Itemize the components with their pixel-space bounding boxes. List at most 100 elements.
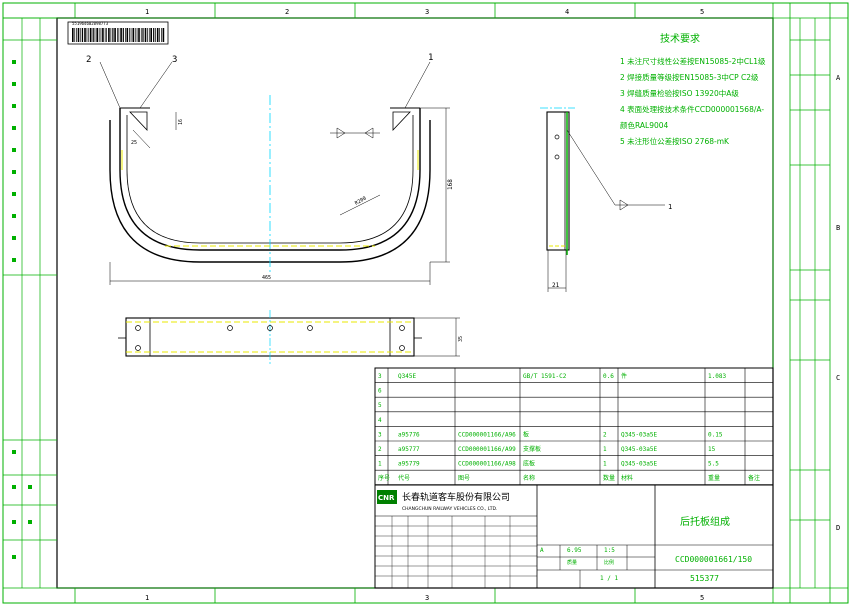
zone-label-side-a: A [836, 74, 841, 82]
side-dim-width: 21 [552, 282, 560, 289]
barcode-bar [84, 28, 86, 42]
drawing-number: CCD000001661/150 [675, 555, 752, 564]
barcode-bar [114, 28, 116, 42]
bom-cell: a95776 [398, 431, 420, 438]
bom-top-cell: 3 [378, 373, 382, 380]
bom-cell: 5.5 [708, 461, 719, 468]
bom-cell: a95777 [398, 446, 420, 453]
barcode-bar [94, 28, 96, 42]
company-name-en: CHANGCHUN RAILWAY VEHICLES CO., LTD. [402, 506, 497, 512]
barcode-bar [108, 28, 110, 42]
barcode-bar [104, 28, 106, 42]
dim-width: 465 [262, 275, 271, 281]
bom-top-cell: 5 [378, 402, 382, 409]
right-strip [790, 18, 830, 588]
barcode-bar [74, 28, 76, 42]
front-view [99, 61, 450, 285]
barcode-bar [132, 28, 135, 42]
bom-cell: Q345-03a5E [621, 461, 658, 468]
barcode-bar [122, 28, 124, 42]
bom-top-cell: Q345E [398, 373, 416, 380]
left-strip-marks [12, 60, 32, 559]
bom-cell: Q345-03a5E [621, 446, 658, 453]
side-view [540, 107, 665, 292]
bom-cell: 1 [603, 461, 607, 468]
bom-cell: 支撑板 [523, 445, 541, 453]
bom-cell: 3 [378, 431, 382, 438]
bom-cell: Q345-03a5E [621, 431, 658, 438]
barcode-bar [89, 28, 92, 42]
barcode-bar [153, 28, 155, 42]
bom-top-cell: 0.6 [603, 373, 614, 380]
bom-cell: 0.15 [708, 431, 723, 438]
logo-text: CNR [378, 494, 395, 502]
barcode-bar [148, 28, 150, 42]
barcode-bar [88, 28, 90, 42]
barcode-bar [147, 28, 148, 42]
zone-label-top-5: 5 [700, 8, 704, 16]
part-name: 后托板组成 [680, 515, 730, 528]
title-block [374, 484, 774, 589]
zone-label-top-1: 1 [145, 8, 149, 16]
zone-label-side-c: C [836, 374, 840, 382]
bom-header-cell: 材料 [621, 474, 633, 482]
mass-label: 质量 [567, 559, 577, 566]
barcode-bar [92, 28, 94, 42]
bom-top-cell: 1.083 [708, 373, 726, 380]
left-strip [3, 17, 57, 588]
zone-label-side-b: B [836, 224, 840, 232]
zone-label-side-d: D [836, 524, 840, 532]
barcode-bar [117, 28, 118, 42]
barcode-bar [129, 28, 130, 42]
barcode-bar [76, 28, 77, 42]
scale-value: 1:5 [604, 547, 615, 554]
barcode-bar [130, 28, 132, 42]
barcode-bar [155, 28, 156, 42]
dim-height: 168 [447, 179, 454, 190]
top-zone-ticks [74, 3, 636, 603]
barcode-bar [98, 28, 100, 42]
bom-cell: 1 [378, 461, 382, 468]
bom-cell: CCD000001166/A99 [458, 446, 516, 453]
barcode-bar [81, 28, 84, 42]
side-label: 1 [668, 203, 672, 211]
bom-cell: 底板 [523, 460, 535, 468]
weight-value: 6.95 [567, 547, 582, 554]
dim-small: 16 [178, 119, 184, 125]
zone-label-top-4: 4 [565, 8, 569, 16]
bom-top-cell: GB/T 1591-C2 [523, 373, 567, 380]
barcode-bar [96, 28, 98, 42]
bom-header-cell: 代号 [398, 474, 410, 482]
zone-label-top-2: 2 [285, 8, 289, 16]
barcode-bar [159, 28, 160, 42]
barcode-bar [144, 28, 147, 42]
bom-cell: 板 [523, 430, 529, 438]
zone-label-bottom-5: 5 [700, 594, 704, 602]
label-2: 2 [86, 55, 91, 65]
barcode-bar [162, 28, 165, 42]
cnr-logo-mark [377, 490, 397, 504]
barcode-bar [156, 28, 159, 42]
dim-small2: 25 [131, 140, 137, 146]
barcode-bar [140, 28, 142, 42]
note-item: 3 焊缝质量检验按ISO 13920中A级 [620, 88, 739, 98]
bom-header-cell: 重量 [708, 474, 720, 482]
sheet-value: 1 / 1 [600, 575, 618, 582]
barcode-bar [125, 28, 126, 42]
barcode-bar [77, 28, 80, 42]
scale-label: 比例 [604, 559, 614, 566]
label-3: 3 [172, 55, 177, 65]
barcode-bar [120, 28, 122, 42]
note-item: 2 焊接质量等级按EN15085-3中CP C2级 [620, 72, 759, 82]
note-item: 颜色RAL9004 [620, 120, 669, 130]
bom-header-cell: 数量 [603, 474, 615, 482]
barcode-bar [134, 28, 136, 42]
bom-top-cell: 4 [378, 417, 382, 424]
bom-cell: CCD000001166/A98 [458, 461, 516, 468]
barcode-bar [100, 28, 102, 42]
barcode-bar [118, 28, 120, 42]
